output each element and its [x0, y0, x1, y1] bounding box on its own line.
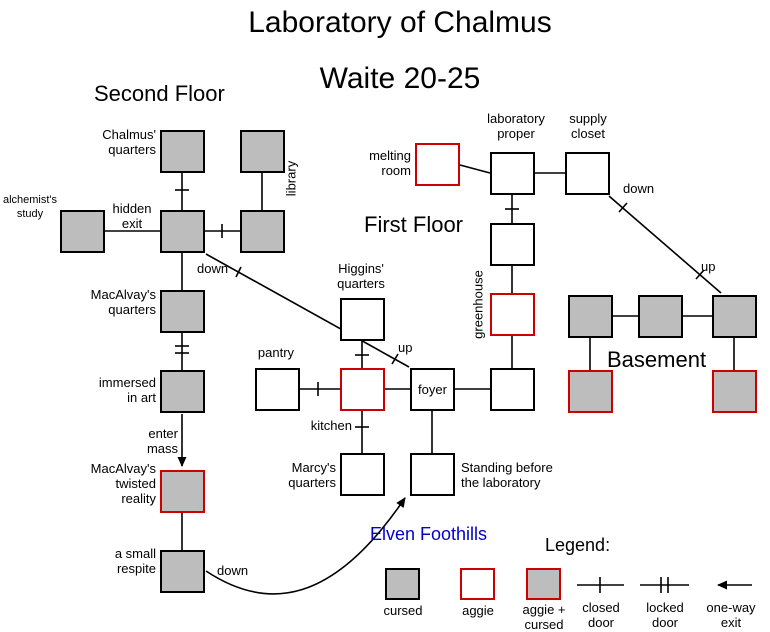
label-chalmus-quarters: Chalmus' quarters: [102, 127, 156, 157]
label-marcys-quarters: Marcy's quarters: [288, 460, 336, 490]
label-hidden-exit: hidden exit: [112, 201, 152, 231]
room-a-small-respite: [160, 550, 205, 593]
legend-aggie-cursed-box: [526, 568, 561, 600]
room-standing-before-laboratory: [410, 453, 455, 496]
legend-heading: Legend:: [545, 535, 611, 555]
room-second-floor-hub: [160, 210, 205, 253]
room-basement-ne: [712, 295, 757, 338]
room-greenhouse: [490, 293, 535, 336]
label-kitchen: kitchen: [310, 418, 352, 433]
label-standing-before-laboratory: Standing before the laboratory: [461, 460, 553, 490]
closed-door-tick: [235, 266, 242, 278]
edge-melting-laboratory: [459, 164, 491, 174]
room-macalvays-twisted-reality: [160, 470, 205, 513]
edge-stairs-supply-basement: [608, 195, 722, 294]
legend-aggie-cursed-label: aggie + cursed: [522, 602, 566, 632]
room-immersed-in-art: [160, 370, 205, 413]
room-alchemists-study: [60, 210, 105, 253]
legend-aggie-box: [460, 568, 495, 600]
legend-cursed-label: cursed: [383, 603, 423, 618]
label-down-from-respite: down: [217, 563, 249, 578]
label-up-from-basement: up: [701, 259, 716, 274]
closed-door-tick: [618, 202, 628, 213]
label-alchemists-study: alchemist's study: [2, 194, 58, 220]
label-enter-mass: enter mass: [146, 426, 178, 456]
legend-closed-door-label: closed door: [582, 600, 620, 630]
room-supply-closet: [565, 152, 610, 195]
room-macalvays-quarters: [160, 290, 205, 333]
edge-stairs-hub-foyer: [205, 253, 410, 368]
room-library-annex: [240, 210, 285, 253]
room-higgins-quarters: [340, 298, 385, 341]
label-laboratory-proper: laboratory proper: [487, 111, 545, 141]
room-melting-room: [415, 143, 460, 186]
label-macalvays-quarters: MacAlvay's quarters: [90, 287, 156, 317]
room-basement-sw: [568, 370, 613, 413]
label-down-to-first-floor: down: [197, 261, 229, 276]
legend-cursed-box: [385, 568, 420, 600]
label-supply-closet: supply closet: [569, 111, 607, 141]
region-elven-foothills: Elven Foothills: [370, 524, 488, 544]
label-higgins-quarters: Higgins' quarters: [337, 261, 385, 291]
label-foyer: foyer: [418, 382, 447, 397]
room-basement-se: [712, 370, 757, 413]
label-pantry: pantry: [257, 345, 295, 360]
legend-locked-door-label: locked door: [646, 600, 684, 630]
one-way-down-respite-arrow: [205, 497, 406, 595]
room-greenhouse-north: [490, 223, 535, 266]
room-greenhouse-south: [490, 368, 535, 411]
label-macalvays-twisted-reality: MacAlvay's twisted reality: [90, 461, 156, 506]
section-first-floor: First Floor: [364, 212, 463, 237]
label-down-to-basement: down: [623, 181, 655, 196]
room-library: [240, 130, 285, 173]
closed-door-tick: [695, 269, 705, 280]
room-foyer: [410, 368, 455, 411]
label-melting-room: melting room: [369, 148, 411, 178]
section-basement: Basement: [607, 347, 707, 372]
room-marcys-quarters: [340, 453, 385, 496]
legend-aggie-label: aggie: [462, 603, 494, 618]
legend-one-way-exit-label: one-way exit: [706, 600, 756, 630]
room-laboratory-proper: [490, 152, 535, 195]
label-greenhouse: greenhouse: [470, 270, 486, 339]
room-kitchen: [340, 368, 385, 411]
map-title: Laboratory of Chalmus: [248, 6, 552, 39]
label-up-to-second-floor: up: [398, 340, 413, 355]
room-pantry: [255, 368, 300, 411]
map-subtitle: Waite 20-25: [319, 62, 481, 95]
room-basement-nw: [568, 295, 613, 338]
section-second-floor: Second Floor: [94, 81, 225, 106]
room-basement-n: [638, 295, 683, 338]
room-chalmus-quarters: [160, 130, 205, 173]
label-immersed-in-art: immersed in art: [98, 375, 156, 405]
label-a-small-respite: a small respite: [114, 546, 156, 576]
closed-door-tick: [391, 353, 399, 365]
